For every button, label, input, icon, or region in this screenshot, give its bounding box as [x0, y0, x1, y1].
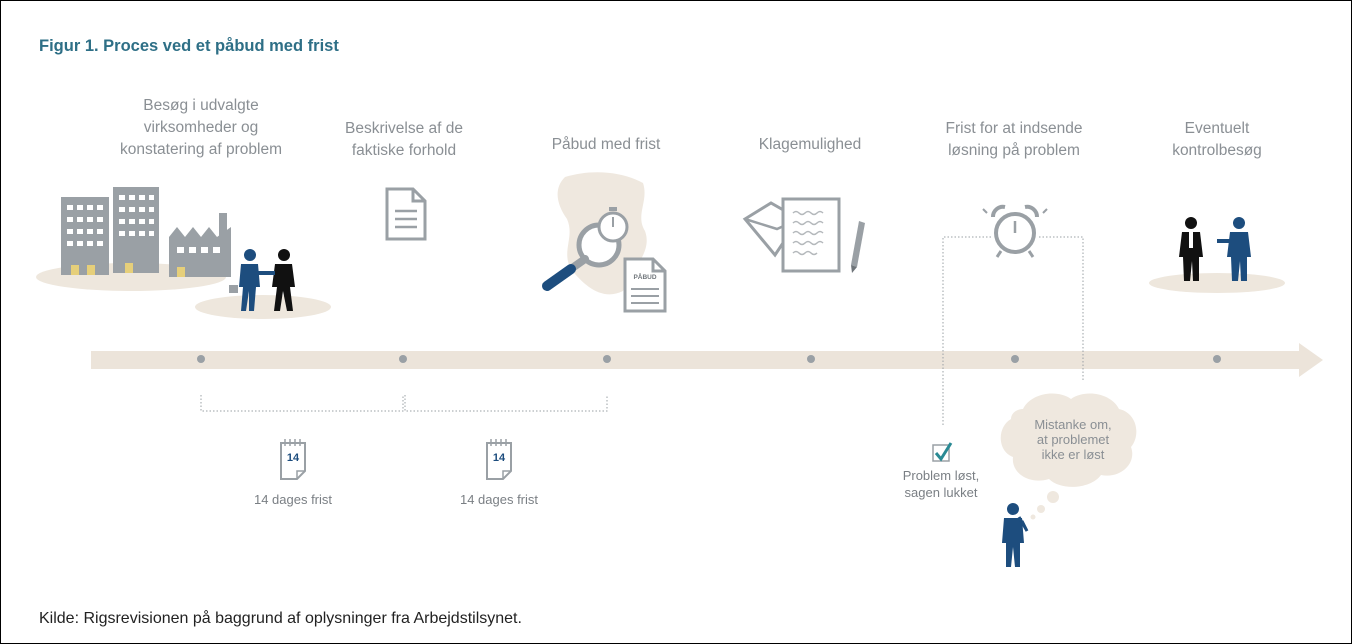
- step-label-line: løsning på problem: [948, 142, 1080, 159]
- person-meeting-icon: [1179, 217, 1251, 281]
- document-icon: [385, 187, 427, 241]
- deadline-label: 14 dages frist: [459, 492, 539, 507]
- timeline-dot: [603, 355, 611, 363]
- ground-shadow: [1149, 273, 1285, 293]
- step-label-line: virksomheder og: [143, 119, 259, 136]
- step-label-line: konstatering af problem: [120, 141, 282, 158]
- step-label-line: kontrolbesøg: [1172, 142, 1262, 159]
- step-label-order: Påbud med frist: [506, 134, 706, 156]
- calendar-icon: 14: [486, 439, 512, 480]
- calendar-day: 14: [493, 452, 506, 464]
- source-note: Kilde: Rigsrevisionen på baggrund af opl…: [39, 610, 522, 627]
- stopwatch-icon: [597, 207, 629, 243]
- person-thinking-icon: [1002, 503, 1029, 567]
- suspicion-text: Mistanke om, at problemet ikke er løst: [1018, 417, 1128, 462]
- step-label-line: Beskrivelse af de: [344, 120, 464, 137]
- step-label-line: Påbud med frist: [551, 136, 661, 153]
- alarm-clock-icon: [982, 204, 1048, 258]
- step-label-line: Klagemulighed: [758, 136, 862, 153]
- suspicion-text-line: ikke er løst: [1041, 447, 1105, 462]
- building-doors-icon: [71, 263, 185, 277]
- deadline-bracket: [404, 395, 608, 412]
- pencil-icon: [851, 221, 865, 273]
- order-document-icon: PÅBUD: [623, 257, 667, 313]
- step-label-line: Eventuelt: [1184, 120, 1250, 137]
- timeline-dot: [1011, 355, 1019, 363]
- timeline-dot: [807, 355, 815, 363]
- deadline-bracket: [200, 395, 404, 412]
- deadline-label: 14 dages frist: [253, 492, 333, 507]
- building-windows-icon: [67, 195, 220, 253]
- timeline-dot: [197, 355, 205, 363]
- timeline-dot: [1213, 355, 1221, 363]
- person-handshake-icon: [229, 249, 295, 311]
- suspicion-text-line: Mistanke om,: [1034, 417, 1112, 432]
- office-building-icon: [61, 187, 231, 277]
- deadline-connector: [1039, 236, 1084, 381]
- step-label-deadline: Frist for at indsende løsning på problem: [914, 118, 1114, 162]
- ground-shadow: [195, 295, 331, 319]
- calendar-icon: 14: [280, 439, 306, 480]
- step-label-appeal: Klagemulighed: [710, 134, 910, 156]
- resolved-label: Problem løst, sagen lukket: [881, 467, 1001, 501]
- timeline-dots: [197, 355, 1221, 363]
- step-label-control-visit: Eventuelt kontrolbesøg: [1117, 118, 1317, 162]
- timeline-arrow: [91, 343, 1323, 377]
- step-label-visit: Besøg i udvalgte virksomheder og konstat…: [101, 95, 301, 161]
- step-label-line: Besøg i udvalgte: [143, 97, 259, 114]
- resolved-label-line: Problem løst,: [902, 468, 980, 483]
- step-label-line: faktiske forhold: [351, 142, 457, 159]
- checkmark-icon: [932, 442, 953, 462]
- suspicion-text-line: at problemet: [1036, 432, 1110, 447]
- resolved-label-line: sagen lukket: [904, 485, 978, 500]
- order-document-label: PÅBUD: [633, 272, 656, 281]
- timeline-dot: [399, 355, 407, 363]
- figure-title: Figur 1. Proces ved et påbud med frist: [39, 37, 339, 55]
- letter-paper-icon: [781, 197, 841, 273]
- step-label-line: Frist for at indsende: [945, 120, 1083, 137]
- calendar-day: 14: [287, 452, 300, 464]
- deadline-connector: [942, 236, 991, 425]
- step-label-description: Beskrivelse af de faktiske forhold: [304, 118, 504, 162]
- thought-cloud-icon: [1000, 393, 1137, 520]
